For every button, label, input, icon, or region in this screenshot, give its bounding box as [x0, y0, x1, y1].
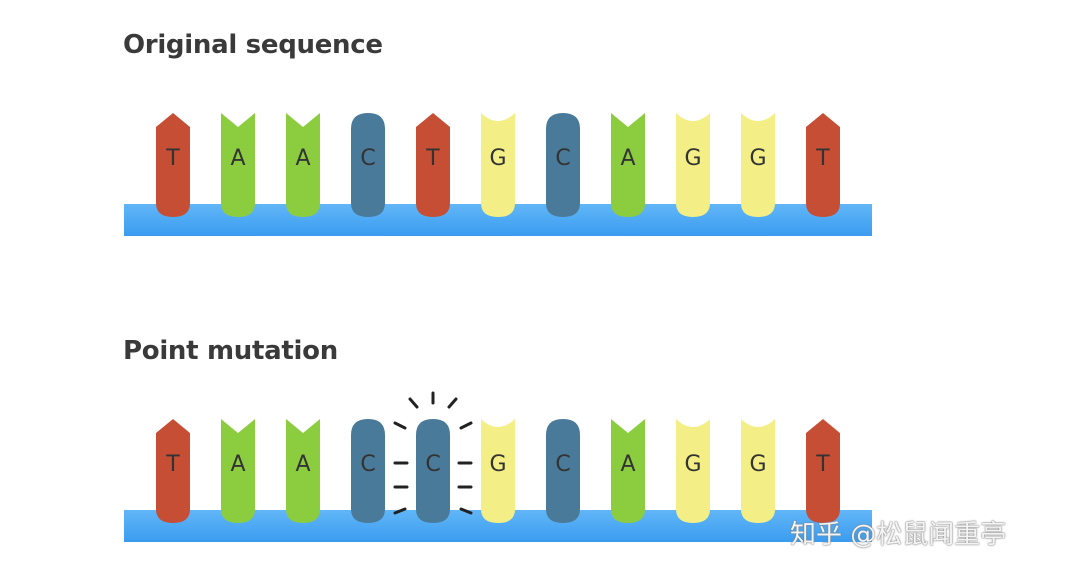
adenine-shape: [286, 419, 320, 523]
nucleotide-C-4: C: [351, 113, 385, 217]
watermark: 知乎 @松鼠闻重亭: [790, 520, 1007, 550]
adenine-shape: [611, 113, 645, 217]
nucleotide-G-9: G: [676, 419, 710, 523]
base-letter: A: [620, 452, 635, 477]
nucleotide-G-10: G: [741, 419, 775, 523]
base-letter: G: [749, 452, 766, 477]
base-letter: T: [815, 146, 830, 171]
base-letter: C: [360, 146, 375, 171]
section-title-mutation: Point mutation: [123, 336, 338, 366]
adenine-shape: [221, 419, 255, 523]
nucleotide-G-6: G: [481, 113, 515, 217]
base-letter: G: [489, 146, 506, 171]
base-letter: T: [165, 452, 180, 477]
base-letter: T: [425, 146, 440, 171]
guanine-shape: [676, 419, 710, 523]
section-title-original: Original sequence: [123, 30, 383, 60]
base-letter: G: [684, 146, 701, 171]
base-letter: A: [230, 146, 245, 171]
cytosine-shape: [546, 113, 580, 217]
nucleotide-C-7: C: [546, 113, 580, 217]
thymine-shape: [156, 419, 190, 523]
nucleotide-A-2: A: [221, 419, 255, 523]
thymine-shape: [806, 113, 840, 217]
adenine-shape: [286, 113, 320, 217]
base-letter: A: [230, 452, 245, 477]
base-letter: G: [749, 146, 766, 171]
guanine-shape: [481, 419, 515, 523]
base-letter: G: [489, 452, 506, 477]
base-letter: A: [620, 146, 635, 171]
adenine-shape: [611, 419, 645, 523]
nucleotide-C-4: C: [351, 419, 385, 523]
thymine-shape: [156, 113, 190, 217]
nucleotide-A-3: A: [286, 419, 320, 523]
guanine-shape: [676, 113, 710, 217]
nucleotide-G-9: G: [676, 113, 710, 217]
nucleotide-T-11: T: [806, 113, 840, 217]
base-letter: T: [165, 146, 180, 171]
nucleotide-A-8: A: [611, 113, 645, 217]
nucleotide-A-3: A: [286, 113, 320, 217]
mutation-highlight-rays: [393, 391, 473, 515]
base-letter: G: [684, 452, 701, 477]
thymine-shape: [416, 113, 450, 217]
base-letter: C: [555, 452, 570, 477]
nucleotide-A-2: A: [221, 113, 255, 217]
nucleotide-C-7: C: [546, 419, 580, 523]
base-letter: T: [815, 452, 830, 477]
cytosine-shape: [351, 113, 385, 217]
base-letter: C: [555, 146, 570, 171]
thymine-shape: [806, 419, 840, 523]
base-letter: C: [425, 452, 440, 477]
nucleotide-T-1: T: [156, 113, 190, 217]
nucleotide-T-5: T: [416, 113, 450, 217]
nucleotide-T-1: T: [156, 419, 190, 523]
nucleotide-A-8: A: [611, 419, 645, 523]
base-letter: C: [360, 452, 375, 477]
base-letter: A: [295, 452, 310, 477]
cytosine-shape: [546, 419, 580, 523]
cytosine-shape: [416, 419, 450, 523]
adenine-shape: [221, 113, 255, 217]
nucleotide-G-6: G: [481, 419, 515, 523]
guanine-shape: [741, 419, 775, 523]
cytosine-shape: [351, 419, 385, 523]
guanine-shape: [741, 113, 775, 217]
base-letter: A: [295, 146, 310, 171]
nucleotide-T-11: T: [806, 419, 840, 523]
nucleotide-G-10: G: [741, 113, 775, 217]
nucleotide-C-5: C: [416, 419, 450, 523]
guanine-shape: [481, 113, 515, 217]
